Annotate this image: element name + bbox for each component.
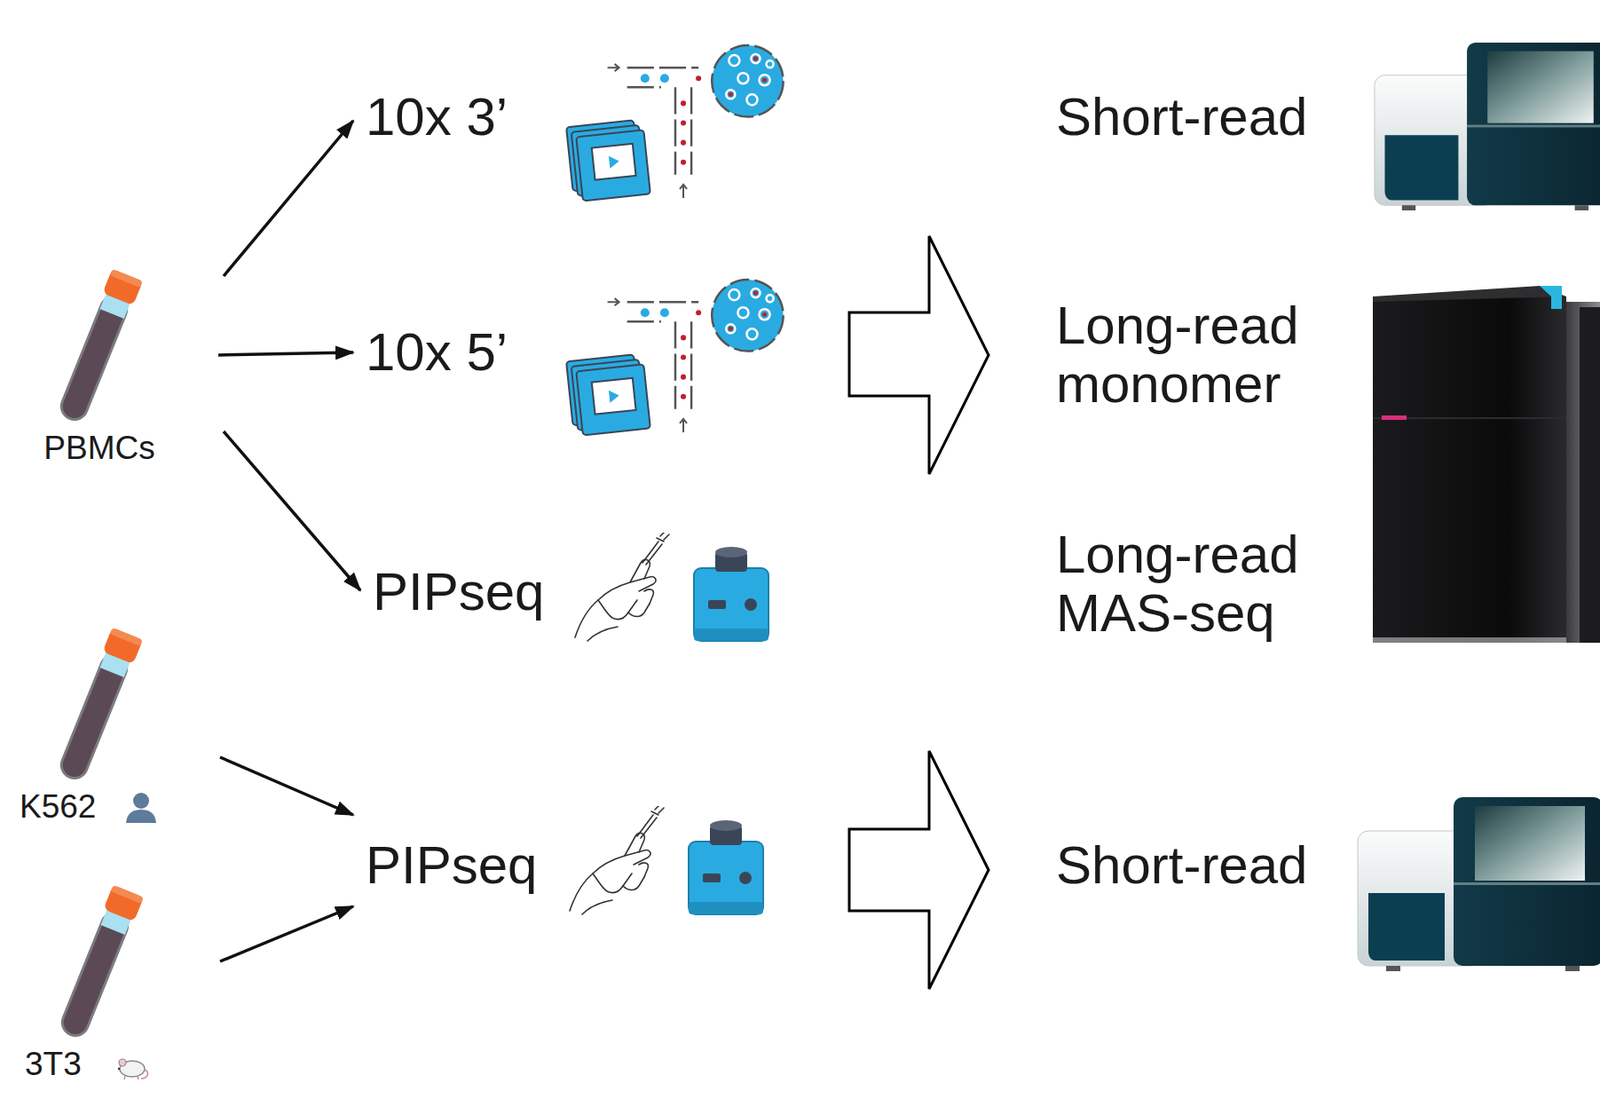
hand-vortex-icon [569, 530, 769, 915]
step-text: Short-read [1056, 835, 1308, 895]
sample-label: K562 [19, 788, 96, 827]
flow-arrow [220, 756, 354, 815]
sample-label: PBMCs [43, 429, 155, 468]
step-label: PIPseq [365, 835, 537, 895]
flow-arrow [218, 352, 354, 355]
step-label: PIPseq [372, 562, 544, 622]
step-text: Short-read [1056, 87, 1308, 147]
step-text: PIPseq [372, 562, 544, 622]
step-text: Long-read MAS-seq [1056, 525, 1358, 643]
flow-arrow [223, 431, 361, 591]
short-read-sequencer [1357, 42, 1600, 971]
step-label: 10x 5’ [365, 323, 508, 382]
step-text: PIPseq [365, 835, 537, 895]
droplet-chip-icon [566, 45, 784, 436]
sample-node: 3T3 [24, 880, 176, 1084]
step-label: Short-read [1056, 835, 1308, 895]
flow-arrow [220, 906, 354, 962]
step-text: 10x 5’ [365, 323, 508, 382]
mouse-icon [114, 1046, 150, 1082]
step-text: Long-read monomer [1056, 296, 1358, 414]
step-label: Short-read [1056, 87, 1308, 147]
long-read-sequencer [1372, 285, 1600, 643]
label-row: 3T3 [24, 1045, 176, 1084]
label-row: K562 [19, 788, 180, 827]
blood-tube [46, 622, 153, 789]
sample-node: PBMCs [37, 264, 162, 468]
flow-arrow [223, 120, 354, 276]
step-text: 10x 3’ [365, 87, 508, 147]
person-icon [123, 788, 159, 825]
step-label: Long-read MAS-seq [1056, 525, 1358, 643]
sample-node: K562 [19, 622, 180, 827]
step-label: 10x 3’ [365, 87, 508, 147]
step-label: Long-read monomer [1056, 296, 1358, 414]
sample-label: 3T3 [24, 1045, 82, 1084]
block-arrow [849, 236, 989, 989]
blood-tube [47, 880, 154, 1046]
blood-tube [46, 264, 153, 430]
